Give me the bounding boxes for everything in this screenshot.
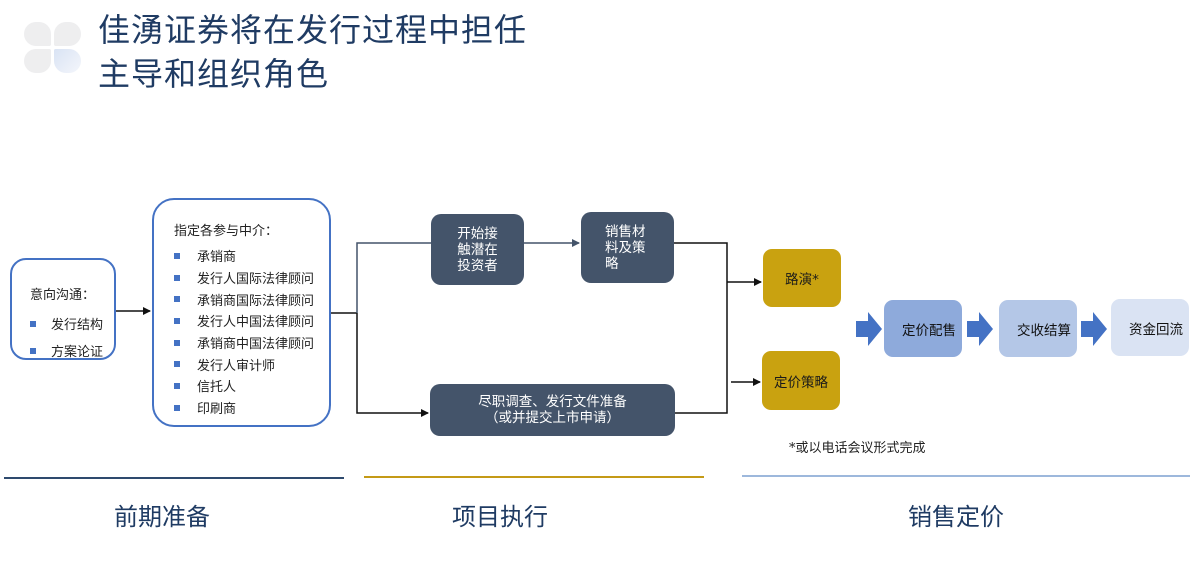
flow-arrow-icon [856,312,882,346]
phase-divider-execution [364,476,704,478]
list-item: 发行人国际法律顾问 [174,267,329,289]
bullet-icon [174,274,180,281]
intent-heading: 意向沟通： [30,288,96,303]
list-item: 发行人审计师 [174,353,329,375]
sales-materials-box: 销售材 料及策 略 [581,212,674,283]
settlement-box: 交收结算 [999,300,1077,357]
pricing-allocation-box: 定价配售 [884,300,962,357]
bullet-icon [174,296,180,303]
intent-box: 意向沟通： 发行结构 方案论证 [10,258,116,360]
bullet-icon [30,320,36,327]
list-item: 发行结构 [30,310,114,337]
roadshow-box: 路演* [763,249,841,307]
list-item: 承销商国际法律顾问 [174,288,329,310]
bullet-icon [174,252,180,259]
phase-label-sales: 销售定价 [908,503,1004,531]
contact-investors-box: 开始接 触潜在 投资者 [431,214,524,285]
bullet-icon [174,361,180,368]
phase-label-prep: 前期准备 [114,503,210,531]
list-item: 承销商中国法律顾问 [174,332,329,354]
bullet-icon [174,317,180,324]
flow-arrow-icon [1081,312,1107,346]
bullet-icon [174,382,180,389]
pricing-strategy-box: 定价策略 [762,351,840,410]
list-item: 发行人中国法律顾问 [174,310,329,332]
list-item: 信托人 [174,375,329,397]
intermediaries-heading: 指定各参与中介： [174,224,279,239]
connector-sales-out [674,242,728,414]
phase-divider-prep [4,477,344,479]
connector-to-due-diligence [356,313,429,417]
bullet-icon [174,339,180,346]
title-line-1: 佳湧证券将在发行过程中担任 [98,11,528,49]
flow-arrow-icon [967,312,993,346]
title-line-2: 主导和组织角色 [98,55,330,93]
logo-icon [24,22,82,74]
due-diligence-box: 尽职调查、发行文件准备 （或并提交上市申请） [430,384,675,436]
phase-label-execution: 项目执行 [452,503,548,531]
funds-return-box: 资金回流 [1111,299,1189,356]
page-title: 佳湧证券将在发行过程中担任 主导和组织角色 [98,8,527,96]
list-item: 方案论证 [30,337,114,364]
bullet-icon [30,347,36,354]
list-item: 印刷商 [174,397,329,419]
phase-divider-sales [742,475,1190,477]
footnote: *或以电话会议形式完成 [789,441,926,456]
list-item: 承销商 [174,245,329,267]
bullet-icon [174,404,180,411]
connector-to-contact [356,242,431,313]
intermediaries-box: 指定各参与中介： 承销商 发行人国际法律顾问 承销商国际法律顾问 发行人中国法律… [152,198,331,427]
